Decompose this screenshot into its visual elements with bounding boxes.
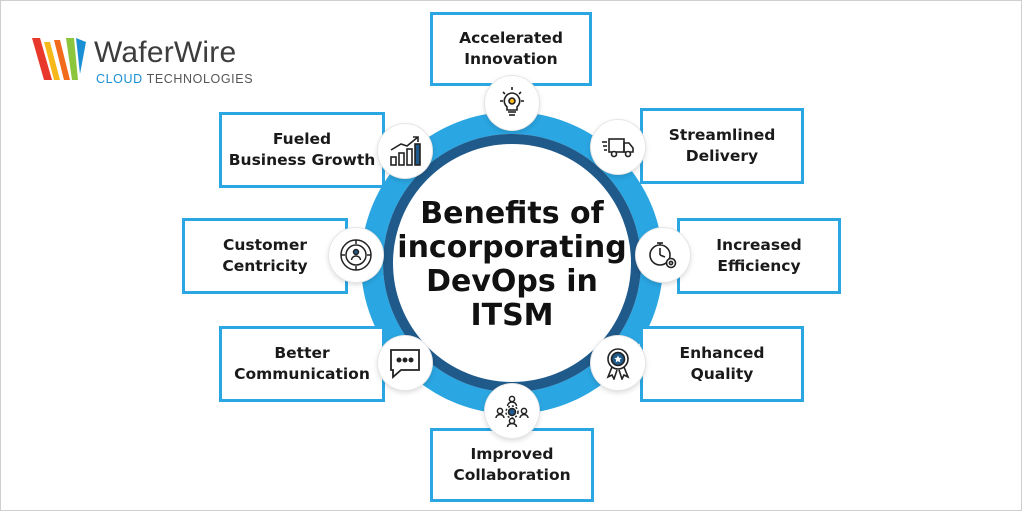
benefit-improved-collaboration: Improved Collaboration xyxy=(430,428,594,502)
team-collaboration-icon xyxy=(485,384,539,438)
brand-tagline-accent: CLOUD xyxy=(96,72,143,86)
benefit-better-communication: Better Communication xyxy=(219,326,385,402)
benefit-fueled-business-growth: Fueled Business Growth xyxy=(219,112,385,188)
benefit-increased-efficiency: Increased Efficiency xyxy=(677,218,841,294)
lightbulb-gear-icon xyxy=(485,76,539,130)
stopwatch-gear-icon xyxy=(636,228,690,282)
chat-bubble-icon xyxy=(378,336,432,390)
brand-tagline: CLOUD TECHNOLOGIES xyxy=(96,72,253,86)
benefit-streamlined-delivery: Streamlined Delivery xyxy=(640,108,804,184)
growth-chart-icon xyxy=(378,124,432,178)
waferwire-logo-mark-icon xyxy=(32,38,86,80)
benefit-enhanced-quality: Enhanced Quality xyxy=(640,326,804,402)
brand-tagline-rest: TECHNOLOGIES xyxy=(142,72,254,86)
customer-target-icon xyxy=(329,228,383,282)
benefit-accelerated-innovation: Accelerated Innovation xyxy=(430,12,592,86)
delivery-truck-icon xyxy=(591,120,645,174)
diagram-title: Benefits of incorporating DevOps in ITSM xyxy=(397,196,627,333)
benefit-customer-centricity: Customer Centricity xyxy=(182,218,348,294)
award-ribbon-icon xyxy=(591,336,645,390)
brand-name: WaferWire xyxy=(94,36,237,69)
waferwire-logo: WaferWire CLOUD TECHNOLOGIES xyxy=(30,34,270,90)
